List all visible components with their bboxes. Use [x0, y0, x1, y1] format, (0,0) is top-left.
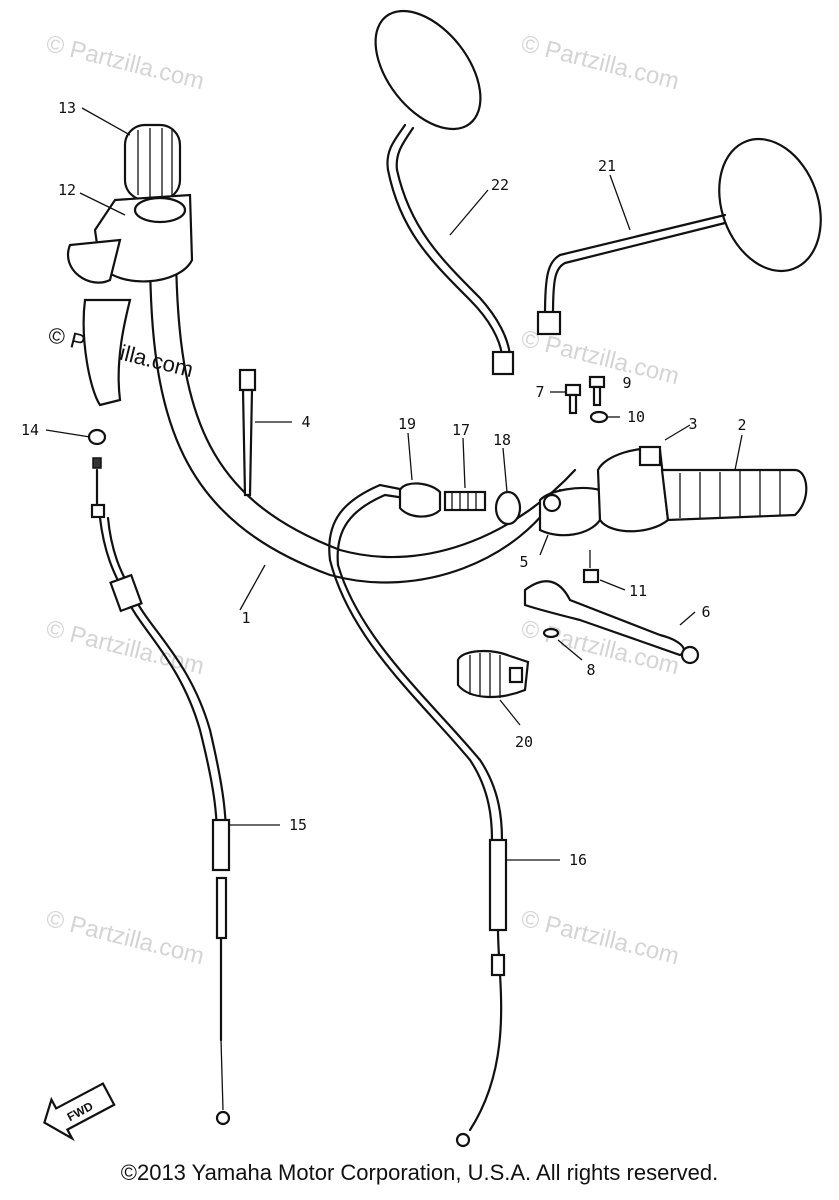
switch-button — [638, 445, 662, 467]
callout-9: 9 — [622, 374, 632, 392]
leader-6 — [679, 611, 696, 626]
leader-14 — [45, 429, 91, 438]
callout-14: 14 — [20, 421, 40, 439]
leader-13 — [81, 107, 131, 136]
leader-17 — [462, 437, 466, 489]
copyright-notice: ©2013 Yamaha Motor Corporation, U.S.A. A… — [120, 1160, 719, 1185]
leader-5 — [539, 534, 549, 556]
callout-19: 19 — [397, 415, 417, 433]
callout-6: 6 — [701, 603, 711, 621]
cable-15-adjuster — [109, 573, 143, 613]
mirror-22-stem — [395, 126, 512, 357]
mirror-22-head — [374, 9, 482, 131]
brake-lever-left — [82, 298, 132, 407]
cable-15-end — [215, 1110, 231, 1126]
mirror-21-nut — [536, 310, 562, 336]
cable-end — [92, 457, 102, 469]
callout-16: 16 — [568, 851, 588, 869]
cable-16-end — [455, 1132, 471, 1148]
housing-bracket — [67, 238, 122, 284]
cable-15-tube — [215, 876, 228, 940]
cable-15-wire — [220, 1039, 224, 1111]
leader-19 — [407, 432, 413, 481]
lever-boot-tab — [508, 666, 524, 684]
washer-10 — [589, 410, 609, 424]
leader-20 — [499, 699, 521, 726]
mirror-21-head — [718, 137, 822, 273]
callout-21: 21 — [597, 157, 617, 175]
bolt-9-shank — [592, 385, 602, 407]
cable-15-sheath — [98, 516, 220, 872]
bolt-7 — [564, 383, 582, 397]
leader-11 — [599, 579, 626, 591]
callout-11: 11 — [628, 582, 648, 600]
lever-boot — [456, 650, 530, 699]
mirror-22-stem — [386, 123, 504, 357]
leader-8 — [557, 639, 583, 661]
callout-10: 10 — [626, 408, 646, 426]
callout-18: 18 — [492, 431, 512, 449]
lever-holder-bolt — [542, 493, 562, 513]
cable-16-sheath — [328, 558, 494, 842]
cable-tie-strap — [241, 388, 254, 497]
handlebar-line — [148, 248, 562, 584]
leader-2 — [734, 434, 743, 471]
cable-16-fitting — [490, 953, 506, 977]
leader-21 — [609, 174, 631, 231]
cable-16-upper — [336, 493, 407, 567]
cable-15-fitting — [90, 503, 106, 519]
callout-8: 8 — [586, 661, 596, 679]
mirror-22-nut — [491, 350, 515, 376]
callout-17: 17 — [451, 421, 471, 439]
washer-8 — [542, 627, 560, 639]
callout-5: 5 — [519, 553, 529, 571]
leader-12 — [79, 192, 126, 216]
housing-cap — [133, 196, 187, 224]
leader-22 — [449, 189, 489, 236]
cable-16-upper — [328, 483, 407, 562]
callout-12: 12 — [57, 181, 77, 199]
callout-1: 1 — [241, 609, 251, 627]
callout-15: 15 — [288, 816, 308, 834]
spring-17-coils — [451, 492, 477, 510]
clutch-lever — [523, 580, 685, 657]
cable-16-sleeve — [488, 838, 508, 932]
callout-20: 20 — [514, 733, 534, 751]
bolt-7-shank — [568, 393, 578, 415]
callout-22: 22 — [490, 176, 510, 194]
callout-4: 4 — [301, 413, 311, 431]
mirror-21-stem — [543, 213, 727, 317]
grip-ribs — [137, 128, 173, 198]
leader-1 — [239, 564, 266, 611]
cable-clamp — [87, 428, 107, 446]
lever-ball — [680, 645, 700, 665]
fwd-arrow: FWD — [43, 1082, 116, 1142]
mirror-21-stem — [551, 221, 727, 317]
cable-16-sheath — [336, 563, 504, 842]
spring-17 — [443, 490, 487, 512]
leader-18 — [502, 447, 508, 493]
cable-tie-head — [238, 368, 257, 392]
bolt-9 — [588, 375, 606, 389]
callout-13: 13 — [57, 99, 77, 117]
washer-18 — [494, 490, 522, 526]
fwd-arrow-shape — [43, 1082, 116, 1142]
callout-7: 7 — [535, 383, 545, 401]
nut-11 — [582, 568, 600, 584]
leader-3 — [664, 424, 691, 441]
callout-3: 3 — [688, 415, 698, 433]
lever-boot-ribs — [469, 653, 501, 698]
cable-15-sheath — [106, 516, 229, 872]
right-grip-ribs — [679, 471, 781, 518]
right-grip — [660, 468, 808, 522]
callout-2: 2 — [737, 416, 747, 434]
cable-15-sleeve — [211, 818, 231, 872]
cable-16-inner — [468, 928, 503, 1132]
adjuster-19 — [398, 482, 442, 518]
